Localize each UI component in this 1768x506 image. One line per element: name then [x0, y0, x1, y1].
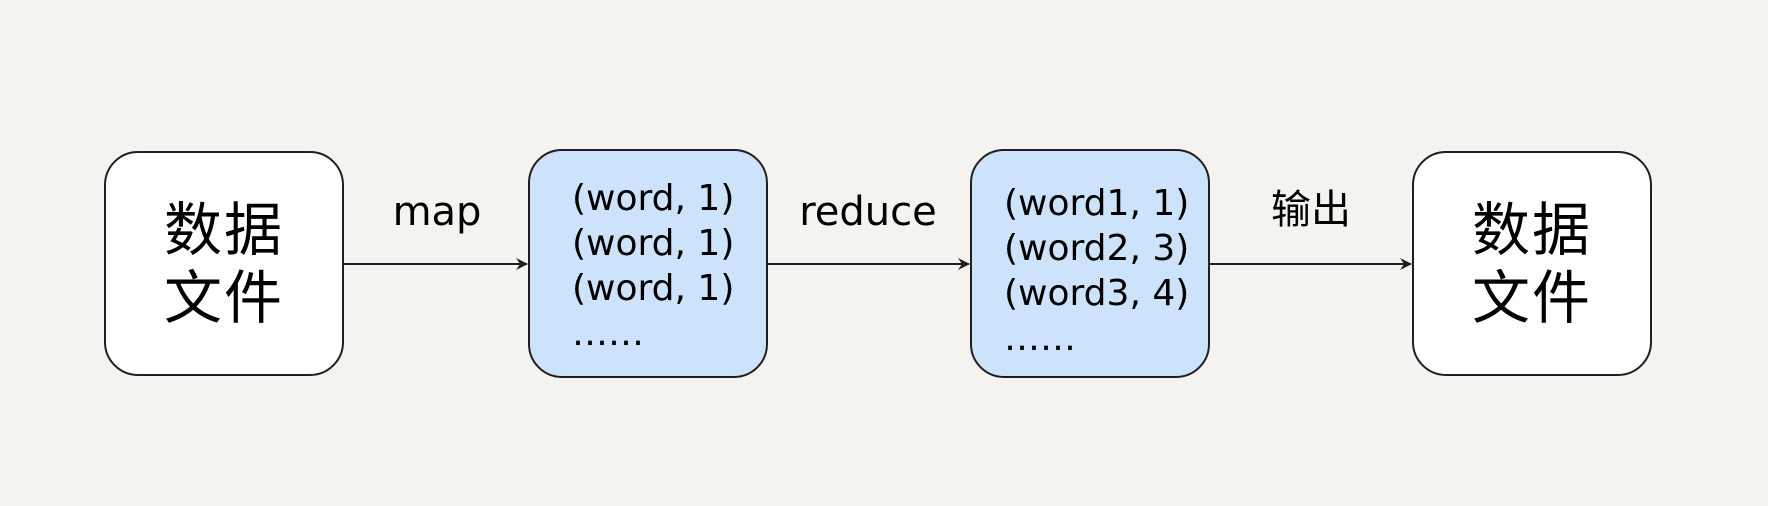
edge-label-map: map	[392, 189, 482, 235]
input-file-node: 数据 文件	[104, 151, 344, 376]
reduce-output-ellipsis: ……	[1004, 317, 1076, 359]
output-file-label-line-1: 数据	[1471, 195, 1592, 264]
map-output-item: (word, 1)	[572, 222, 735, 264]
reduce-output-list: (word1, 1) (word2, 3) (word3, 4) ……	[1004, 181, 1189, 361]
edge-label-reduce: reduce	[799, 189, 937, 235]
reduce-output-item: (word2, 3)	[1004, 227, 1190, 269]
map-output-item: (word, 1)	[572, 267, 735, 309]
edge-label-output: 输出	[1271, 187, 1351, 233]
map-output-item: (word, 1)	[572, 177, 735, 219]
map-output-ellipsis: ……	[572, 312, 644, 354]
input-file-label-line-2: 文件	[163, 263, 284, 332]
input-file-label-line-1: 数据	[163, 195, 284, 264]
reduce-output-item: (word1, 1)	[1004, 182, 1190, 224]
map-output-node: (word, 1) (word, 1) (word, 1) ……	[528, 149, 768, 378]
output-file-node: 数据 文件	[1412, 151, 1652, 376]
reduce-output-item: (word3, 4)	[1004, 272, 1190, 314]
reduce-output-node: (word1, 1) (word2, 3) (word3, 4) ……	[970, 149, 1210, 378]
map-output-list: (word, 1) (word, 1) (word, 1) ……	[572, 176, 734, 356]
output-file-label-line-2: 文件	[1471, 263, 1592, 332]
